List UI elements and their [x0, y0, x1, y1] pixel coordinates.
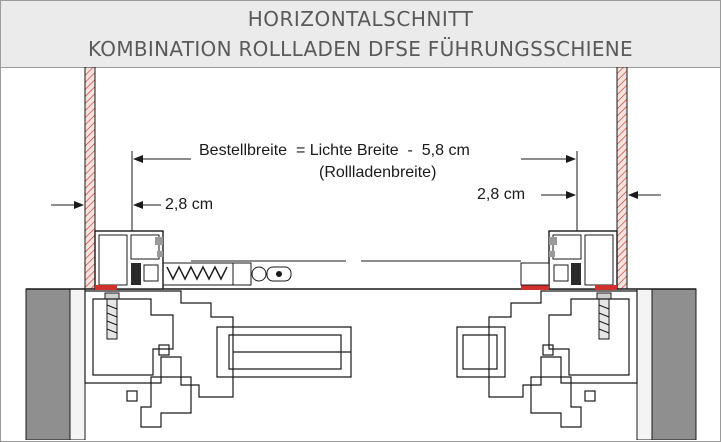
title-line-1: HORIZONTALSCHNITT [247, 7, 474, 31]
section-drawing: Bestellbreite = Lichte Breite - 5,8 cm (… [25, 67, 697, 440]
title-bar: HORIZONTALSCHNITT KOMBINATION ROLLLADEN … [1, 1, 720, 68]
formula-note: (Rollladenbreite) [319, 164, 436, 181]
offset-right-label: 2,8 cm [477, 186, 525, 203]
wall-left [84, 67, 96, 290]
masonry-left-inner [69, 288, 86, 440]
masonry-right [651, 288, 697, 440]
offset-left-label: 2,8 cm [165, 196, 213, 213]
formula-label: Bestellbreite = Lichte Breite - 5,8 cm [199, 142, 470, 159]
wall-right [616, 67, 628, 290]
shutter-slat-left [232, 262, 292, 286]
masonry-left [25, 288, 71, 440]
masonry-right-inner [636, 288, 653, 440]
guide-rail-right [521, 230, 618, 290]
window-frame-right [456, 290, 638, 428]
shutter-spring-left [166, 265, 228, 281]
guide-rail-left [94, 230, 164, 290]
screw-left [104, 292, 120, 340]
screw-right [596, 292, 612, 340]
window-frame-left [84, 290, 352, 428]
title-line-2: KOMBINATION ROLLLADEN DFSE FÜHRUNGSSCHIE… [87, 37, 633, 61]
